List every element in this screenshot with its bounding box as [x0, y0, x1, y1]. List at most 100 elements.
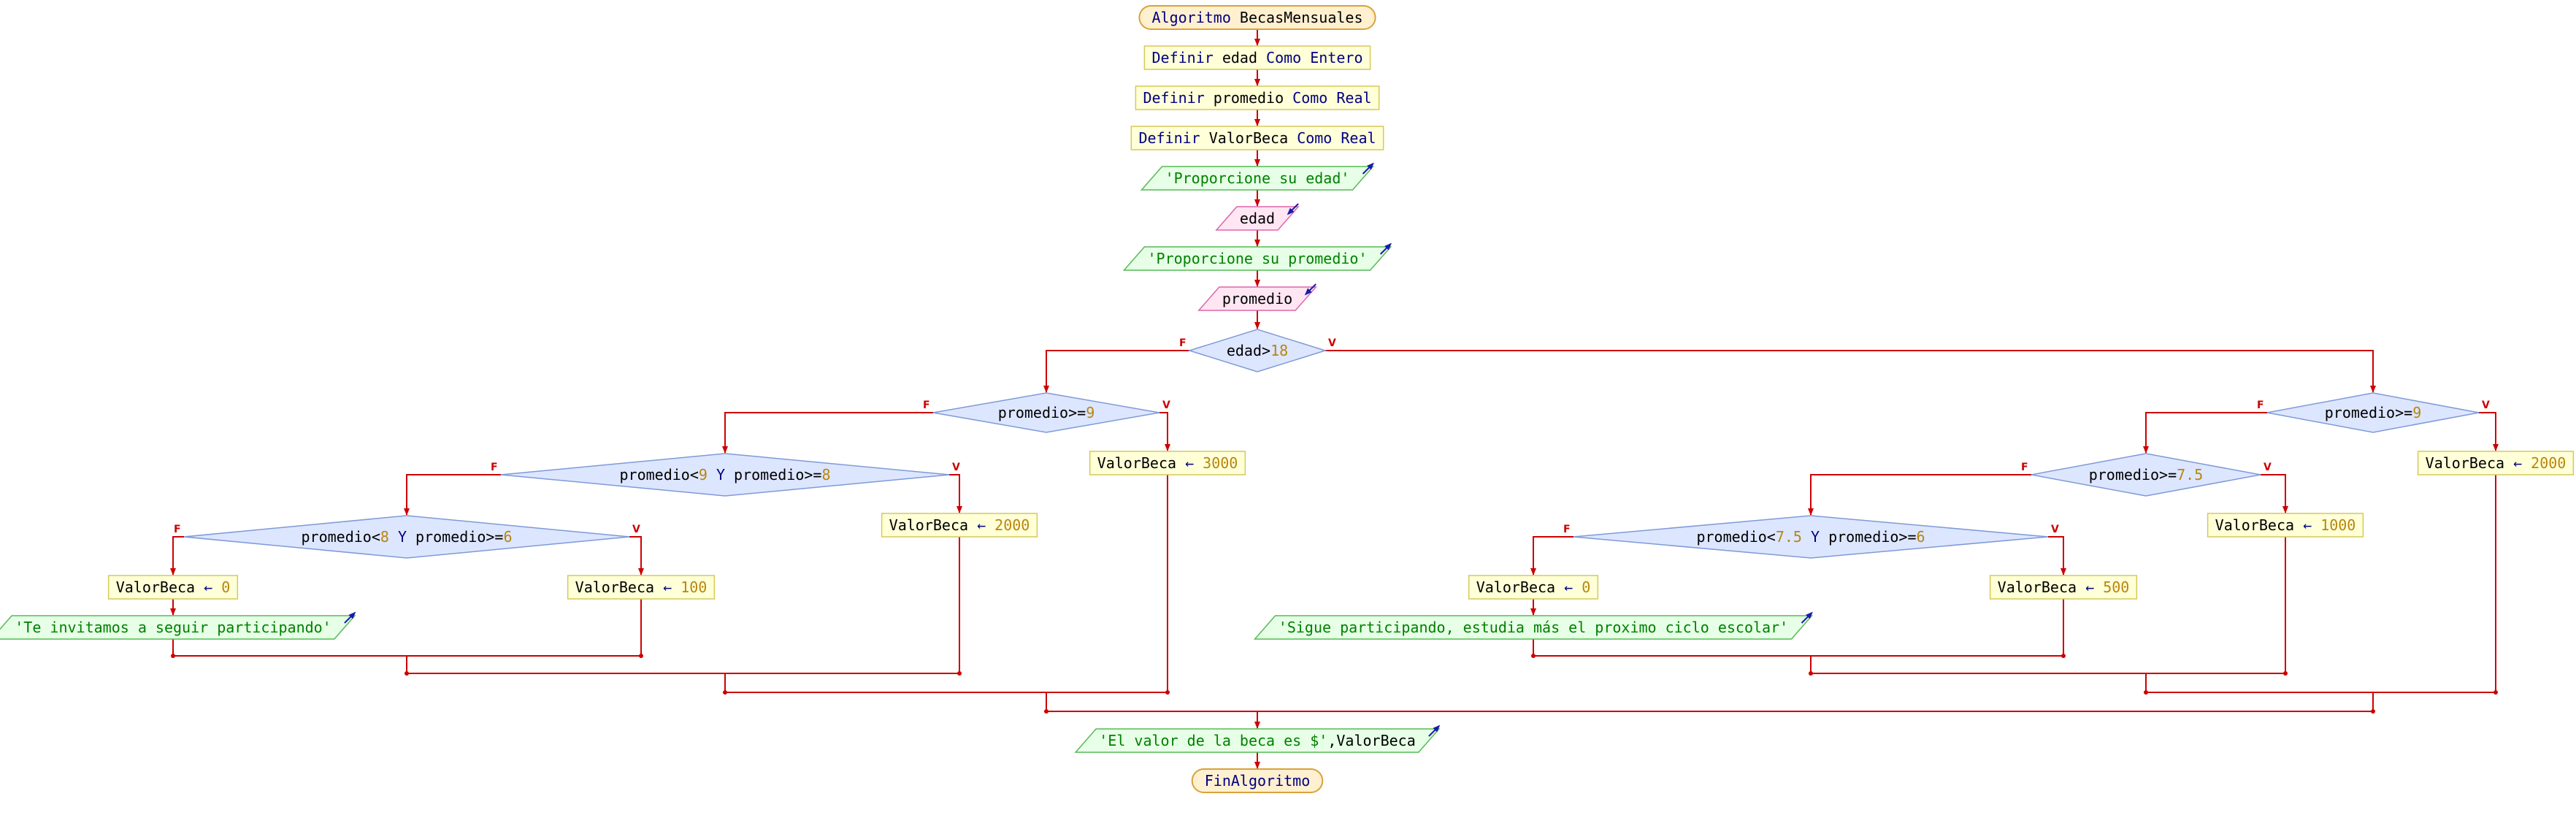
edge-dR3-true — [2048, 536, 2066, 576]
process-box — [567, 575, 716, 600]
branch-label-true: V — [1162, 400, 1170, 411]
node-label: promedio — [1222, 290, 1292, 307]
join-dot — [1044, 709, 1049, 714]
join-dot — [1531, 654, 1536, 658]
node-start[interactable]: Algoritmo BecasMensuales — [1138, 5, 1376, 30]
label-string: 'Proporcione su edad' — [1165, 169, 1350, 187]
label-number: 0 — [1582, 578, 1590, 596]
decision-shape — [1573, 515, 2049, 559]
process-box — [1143, 45, 1371, 70]
join-dot — [1809, 671, 1813, 676]
node-pR2000[interactable]: ValorBeca ← 2000 — [2417, 451, 2575, 475]
label-number: 6 — [1917, 528, 1925, 546]
join-dot — [405, 671, 409, 676]
join-dot — [639, 654, 643, 658]
merge-dR3 — [1533, 639, 2063, 657]
edge-dR1-false — [2143, 412, 2267, 454]
node-dL2[interactable]: promedio<9 Y promedio>=8 — [500, 453, 950, 497]
node-pR1000[interactable]: ValorBeca ← 1000 — [2207, 513, 2364, 538]
label-variable: ,ValorBeca — [1327, 732, 1415, 749]
node-pR500[interactable]: ValorBeca ← 500 — [1989, 575, 2138, 600]
node-label: edad>18 — [1227, 342, 1288, 359]
node-out_edad[interactable]: 'Proporcione su edad' — [1140, 162, 1375, 191]
node-out_final[interactable]: 'El valor de la beca es $',ValorBeca — [1074, 725, 1441, 753]
node-out_prom[interactable]: 'Proporcione su promedio' — [1122, 242, 1392, 271]
node-dL3[interactable]: promedio<8 Y promedio>=6 — [183, 515, 630, 559]
branch-label-false: F — [174, 524, 181, 535]
node-in_prom[interactable]: promedio — [1197, 283, 1317, 311]
node-outR[interactable]: 'Sigue participando, estudia más el prox… — [1253, 611, 1814, 640]
label-keyword: ← — [977, 516, 994, 534]
branch-label-false: F — [1179, 337, 1187, 349]
branch-label-true: V — [2482, 400, 2490, 411]
label-keyword: ← — [204, 578, 221, 596]
label-variable: promedio< — [619, 466, 698, 483]
label-variable: promedio>= — [998, 404, 1086, 421]
branch-label-false: F — [923, 400, 930, 411]
node-pL100[interactable]: ValorBeca ← 100 — [567, 575, 716, 600]
label-variable: ValorBeca — [575, 578, 663, 596]
node-d_edad[interactable]: edad>18 — [1187, 329, 1327, 372]
output-shape — [0, 615, 356, 640]
node-outL[interactable]: 'Te invitamos a seguir participando' — [0, 611, 356, 640]
output-arrow-icon — [1379, 242, 1392, 255]
node-end[interactable]: FinAlgoritmo — [1191, 768, 1324, 793]
node-label: FinAlgoritmo — [1205, 772, 1311, 790]
label-keyword: Y — [1802, 528, 1828, 546]
node-label: 'Te invitamos a seguir participando' — [15, 619, 331, 636]
node-label: 'El valor de la beca es $',ValorBeca — [1099, 732, 1416, 749]
label-string: 'El valor de la beca es $' — [1099, 732, 1327, 749]
process-box — [2417, 451, 2575, 475]
node-pL2000[interactable]: ValorBeca ← 2000 — [881, 513, 1038, 538]
branch-label-true: V — [2263, 462, 2272, 473]
node-dR1[interactable]: promedio>=9 — [2266, 392, 2480, 433]
node-dL1[interactable]: promedio>=9 — [932, 392, 1160, 433]
node-dR2[interactable]: promedio>=7.5 — [2031, 453, 2261, 497]
node-def_prom[interactable]: Definir promedio Como Real — [1135, 85, 1380, 110]
label-keyword: Definir — [1143, 89, 1213, 107]
label-number: 3000 — [1203, 454, 1238, 472]
node-label: Algoritmo BecasMensuales — [1152, 9, 1363, 26]
label-variable: promedio>= — [734, 466, 821, 483]
label-variable: ValorBeca — [116, 578, 204, 596]
label-keyword: Algoritmo — [1152, 9, 1240, 26]
label-variable: ValorBeca — [1998, 578, 2085, 596]
label-number: 8 — [380, 528, 389, 546]
edge-dL2-false — [404, 474, 501, 516]
label-string: 'Te invitamos a seguir participando' — [15, 619, 331, 636]
node-label: promedio<7.5 Y promedio>=6 — [1696, 528, 1925, 546]
node-dR3[interactable]: promedio<7.5 Y promedio>=6 — [1573, 515, 2049, 559]
label-variable: ValorBeca — [2215, 516, 2303, 534]
join-dot — [2061, 654, 2066, 658]
label-string: 'Proporcione su promedio' — [1147, 250, 1367, 267]
label-number: 8 — [821, 466, 830, 483]
node-label: Definir promedio Como Real — [1143, 89, 1371, 107]
node-def_edad[interactable]: Definir edad Como Entero — [1143, 45, 1371, 70]
node-pR0[interactable]: ValorBeca ← 0 — [1468, 575, 1599, 600]
edge-dR3-false — [1530, 536, 1573, 576]
node-def_valor[interactable]: Definir ValorBeca Como Real — [1130, 126, 1384, 150]
edge-dR1-true — [2479, 412, 2499, 451]
node-label: promedio>=9 — [998, 404, 1095, 421]
node-pL0[interactable]: ValorBeca ← 0 — [107, 575, 239, 600]
label-keyword: Definir — [1138, 129, 1208, 147]
branch-label-false: F — [491, 462, 498, 473]
merge-dL3 — [172, 639, 641, 657]
output-shape — [1122, 246, 1392, 271]
decision-shape — [500, 453, 950, 497]
node-in_edad[interactable]: edad — [1215, 203, 1300, 231]
edge-d_edad-false — [1043, 350, 1189, 393]
label-number: 1000 — [2320, 516, 2355, 534]
label-variable: promedio — [1222, 290, 1292, 307]
node-label: promedio<9 Y promedio>=8 — [619, 466, 830, 483]
branch-label-false: F — [2257, 400, 2264, 411]
label-variable: promedio — [1214, 89, 1292, 107]
join-dot — [723, 690, 727, 695]
label-number: 6 — [503, 528, 512, 546]
node-pL3000[interactable]: ValorBeca ← 3000 — [1089, 451, 1246, 475]
join-dot — [2144, 690, 2148, 695]
process-box — [1468, 575, 1599, 600]
join-dot — [2283, 671, 2288, 676]
edge-dL1-true — [1159, 412, 1170, 451]
